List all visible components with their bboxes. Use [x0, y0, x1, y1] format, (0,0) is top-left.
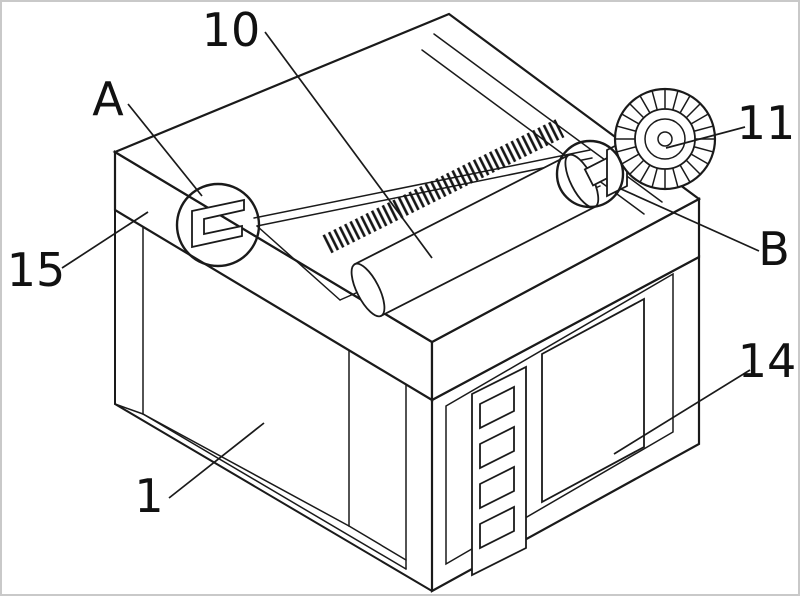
ref-label-11: 11: [737, 96, 796, 150]
channel-left-edge: [256, 225, 341, 301]
leader-lines: [61, 31, 760, 499]
motor-fins: [615, 89, 715, 189]
ref-label-a: A: [92, 72, 124, 126]
detail-circle-a: [175, 182, 261, 268]
panel-button: [479, 385, 515, 430]
leader-line-b: [620, 188, 760, 252]
leader-line-10: [264, 31, 433, 259]
panel-button: [479, 465, 515, 510]
roller-left-cap: [350, 262, 386, 318]
leader-line-1: [168, 422, 265, 499]
rail-bracket: [191, 198, 245, 249]
ref-label-14: 14: [738, 334, 797, 388]
interior-floor-edge: [142, 413, 350, 527]
roller: [350, 153, 618, 318]
ref-label-1: 1: [134, 469, 163, 523]
leader-line-11: [665, 126, 746, 149]
ref-label-b: B: [758, 222, 790, 276]
interior-wall-bottom-edge: [348, 525, 407, 561]
motor-end-ring: [644, 118, 686, 160]
panel-button: [479, 505, 515, 550]
motor-end-face: [634, 108, 696, 170]
leader-line-15: [61, 211, 149, 269]
leader-line-a: [127, 103, 203, 197]
ref-label-15: 15: [7, 243, 66, 297]
base-rail-left-outer: [114, 403, 433, 592]
brush-strip: [321, 119, 565, 254]
brush-teeth: [321, 119, 565, 254]
base-rail-left-inner: [142, 413, 407, 570]
motor: [606, 87, 717, 198]
reference-labels: 10 A 11 B 14 15 1: [7, 3, 797, 523]
motor-hub: [657, 131, 673, 147]
slide-rail-upper: [253, 149, 591, 219]
leader-line-14: [613, 369, 751, 455]
detail-circle-b: [555, 139, 625, 209]
cabinet-inner-border: [445, 272, 674, 566]
slab-top-face: [112, 12, 702, 344]
ref-label-10: 10: [202, 3, 261, 57]
panel-button: [479, 425, 515, 470]
